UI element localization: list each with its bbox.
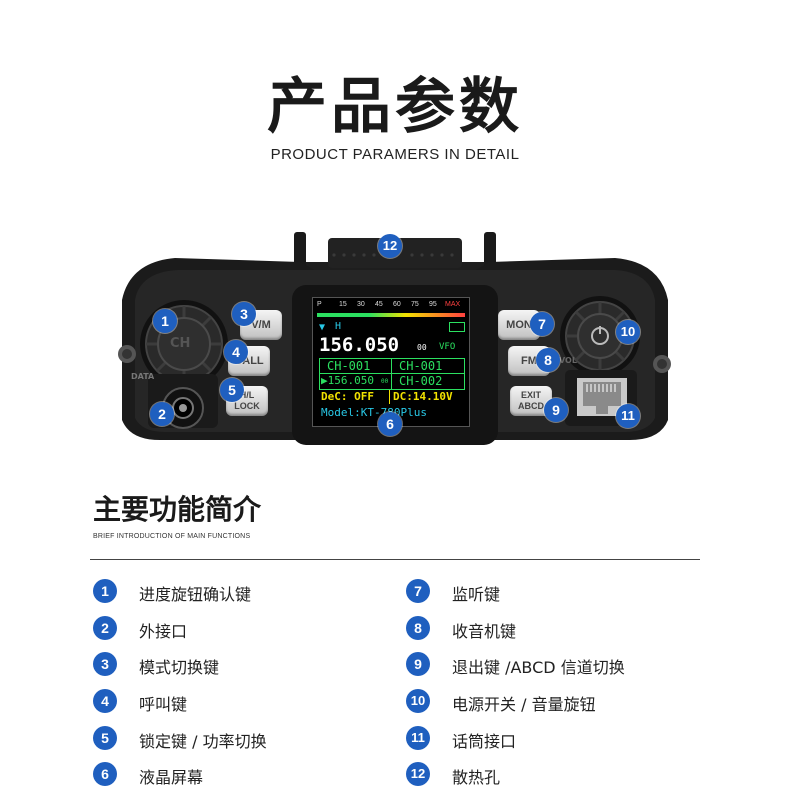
function-label: 外接口 xyxy=(139,622,188,641)
function-number: 10 xyxy=(406,689,430,713)
function-label: 电源开关 / 音量旋钮 xyxy=(452,695,596,714)
page-title: 产品参数 xyxy=(267,72,523,142)
antenna-icon: ▼ xyxy=(319,322,326,333)
model-name: Model:KT-780Plus xyxy=(321,406,427,419)
scale-max: MAX xyxy=(445,301,461,308)
function-number: 5 xyxy=(93,726,117,750)
radio-illustration: CH DATA VOL V/M CALL H/L LOCK MON FM EXI… xyxy=(118,232,671,445)
vfo-mode: VFO xyxy=(439,342,456,352)
signal-scale: P 15 30 45 60 75 95 MAX xyxy=(317,301,465,313)
function-number: 6 xyxy=(93,762,117,786)
function-number: 4 xyxy=(93,689,117,713)
function-label: 监听键 xyxy=(452,585,501,604)
function-number: 2 xyxy=(93,616,117,640)
callout-4: 4 xyxy=(224,340,248,364)
callout-8: 8 xyxy=(536,348,560,372)
vol-label: VOL xyxy=(559,356,577,365)
callout-2: 2 xyxy=(150,402,174,426)
callout-10: 10 xyxy=(616,320,640,344)
knob-ch-label: CH xyxy=(170,336,191,351)
signal-bar xyxy=(317,313,465,317)
frequency-a2: ▶156.050 xyxy=(321,374,374,387)
data-port-label: DATA xyxy=(131,372,155,381)
battery-icon xyxy=(449,322,465,332)
function-number: 1 xyxy=(93,579,117,603)
function-number: 11 xyxy=(406,726,430,750)
function-label: 模式切换键 xyxy=(139,658,220,677)
frequency-a2-decimals: 00 xyxy=(381,378,389,385)
channel-a1: CH-001 xyxy=(327,359,371,373)
function-label: 锁定键 / 功率切换 xyxy=(139,732,267,751)
dec-status: DeC: OFF xyxy=(321,390,374,403)
callout-5: 5 xyxy=(220,378,244,402)
callout-7: 7 xyxy=(530,312,554,336)
function-label: 呼叫键 xyxy=(139,695,188,714)
function-label: 散热孔 xyxy=(452,768,501,787)
function-number: 8 xyxy=(406,616,430,640)
frequency-decimals: 00 xyxy=(417,343,427,352)
main-frequency: 156.050 xyxy=(319,334,400,356)
scale-95: 95 xyxy=(429,301,437,308)
functions-subtitle: BRIEF INTRODUCTION OF MAIN FUNCTIONS xyxy=(93,533,251,540)
function-label: 话筒接口 xyxy=(452,732,517,751)
scale-15: 15 xyxy=(339,301,347,308)
channel-b1: CH-001 xyxy=(399,359,443,373)
functions-title: 主要功能简介 xyxy=(93,493,262,526)
section-divider xyxy=(90,559,700,560)
function-label: 液晶屏幕 xyxy=(139,768,204,787)
function-number: 7 xyxy=(406,579,430,603)
callout-6: 6 xyxy=(378,412,402,436)
function-label: 进度旋钮确认键 xyxy=(139,585,252,604)
scale-60: 60 xyxy=(393,301,401,308)
function-number: 12 xyxy=(406,762,430,786)
dc-voltage: DC:14.10V xyxy=(393,390,453,403)
channel-b2: CH-002 xyxy=(399,374,443,388)
function-number: 9 xyxy=(406,652,430,676)
channel-grid xyxy=(319,358,465,390)
lcd-screen: P 15 30 45 60 75 95 MAX ▼ H 156.050 00 V… xyxy=(312,297,470,427)
scale-75: 75 xyxy=(411,301,419,308)
power-indicator: H xyxy=(335,321,342,332)
scale-45: 45 xyxy=(375,301,383,308)
function-label: 收音机键 xyxy=(452,622,517,641)
callout-1: 1 xyxy=(153,309,177,333)
callout-9: 9 xyxy=(544,398,568,422)
scale-30: 30 xyxy=(357,301,365,308)
callout-3: 3 xyxy=(232,302,256,326)
page-subtitle: PRODUCT PARAMERS IN DETAIL xyxy=(270,146,520,163)
callout-11: 11 xyxy=(616,404,640,428)
function-label: 退出键 /ABCD 信道切换 xyxy=(452,658,625,677)
function-number: 3 xyxy=(93,652,117,676)
scale-p: P xyxy=(317,301,322,308)
callout-12: 12 xyxy=(378,234,402,258)
